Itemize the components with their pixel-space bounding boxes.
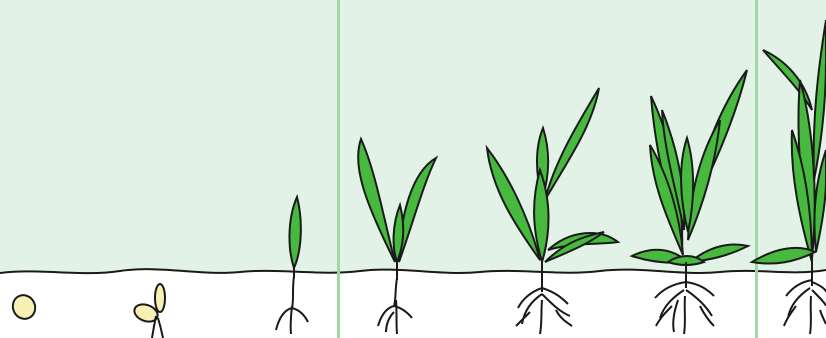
sky-panel <box>0 0 826 280</box>
section-divider-left <box>337 0 340 338</box>
section-divider-right <box>755 0 758 338</box>
